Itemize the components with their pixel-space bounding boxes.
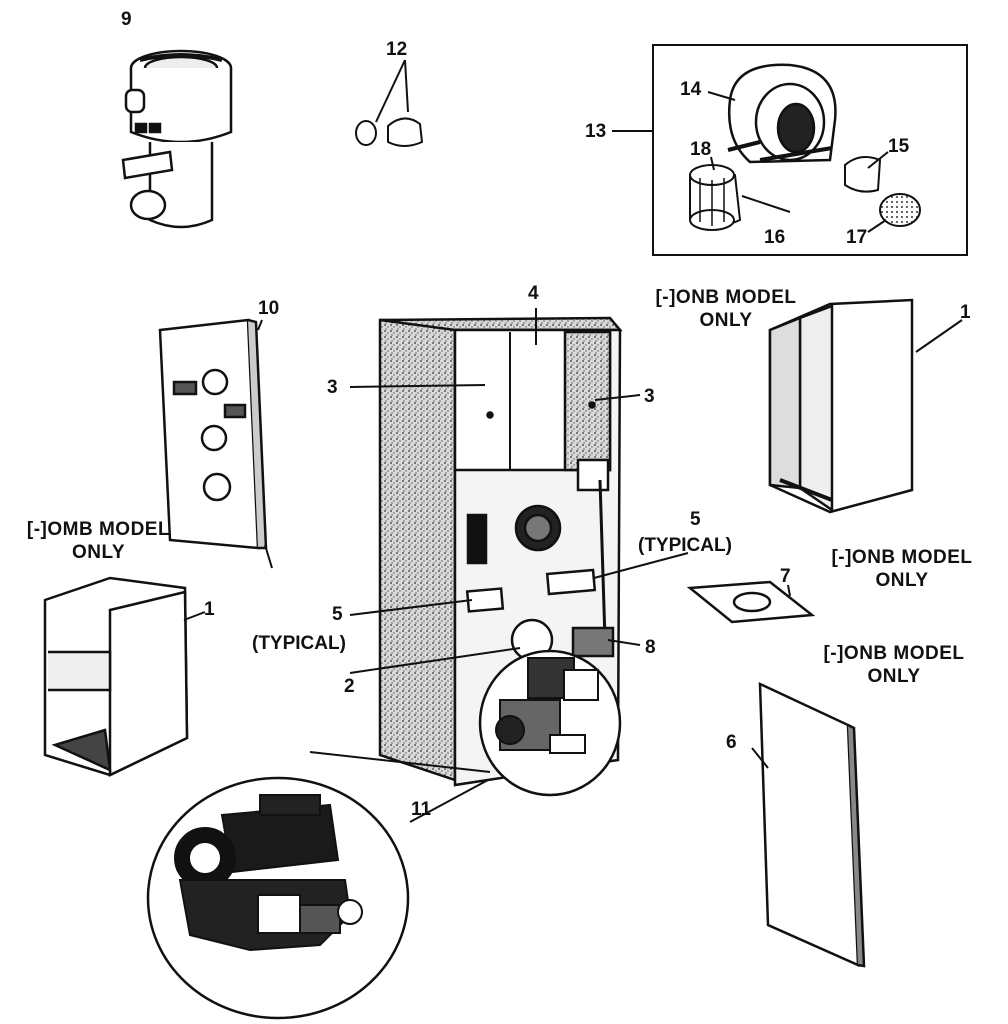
callout-14: 14 [680,79,702,100]
callout-5-left: 5 [332,604,343,625]
callout-12: 12 [386,39,408,60]
callout-5-right: 5 [690,509,701,530]
part-11-oil-burner [174,794,363,952]
leader-15 [867,151,889,169]
part-9-burner-housing [121,49,233,229]
callout-15: 15 [888,136,910,157]
part-12-caps [355,117,424,147]
leader-5a [349,599,473,616]
callout-3-right: 3 [644,386,655,407]
note-onb-top: [-]ONB MODEL ONLY [655,287,797,331]
callout-4: 4 [528,283,539,304]
note-omb-left: [-]OMB MODEL ONLY [26,519,171,563]
callout-3-left: 3 [327,377,338,398]
note-onb-low: [-]ONB MODEL ONLY [823,643,965,687]
callout-11: 11 [411,799,432,820]
callout-7: 7 [780,566,791,587]
leader-1b [915,319,963,353]
detail-leaders-11 [309,751,491,823]
part-10-front-panel [158,318,268,550]
leader-5b [593,552,689,579]
note-onb-mid: [-]ONB MODEL ONLY [831,547,973,591]
leader-17 [867,219,887,233]
callout-1-left: 1 [204,599,215,620]
leader-1a [183,611,206,621]
leader-6 [751,747,769,769]
callout-18: 18 [690,139,712,160]
part-1-base-omb [43,576,189,777]
leader-2 [349,647,521,674]
callout-17: 17 [846,227,868,248]
callout-16: 16 [764,227,786,248]
leader-3b [594,394,641,401]
leader-8 [607,639,641,646]
leader-12 [375,59,409,123]
leader-14 [707,91,736,101]
part-1-base-onb [768,298,914,514]
callout-6: 6 [726,732,737,753]
callout-2: 2 [344,676,355,697]
callout-5-right-sub: (TYPICAL) [638,535,732,556]
part-6-side-panel [758,682,866,968]
part-17-motor [879,193,921,227]
callout-10: 10 [258,298,280,319]
leader-18 [710,156,715,171]
callout-5-left-sub: (TYPICAL) [252,633,346,654]
part-16-shaft [741,195,791,213]
callout-1-right: 1 [960,302,971,323]
callout-9: 9 [121,9,132,30]
small-burner-view [495,657,599,754]
leader-3a [349,384,486,388]
inset-box-13 [652,44,968,256]
callout-13: 13 [585,121,607,142]
part-14-blower-housing [727,63,837,164]
leader-7 [787,584,791,597]
callout-8: 8 [645,637,656,658]
leader-10 [257,319,273,569]
part-7-plate [686,580,816,624]
part-18-blower-wheel [689,164,742,231]
